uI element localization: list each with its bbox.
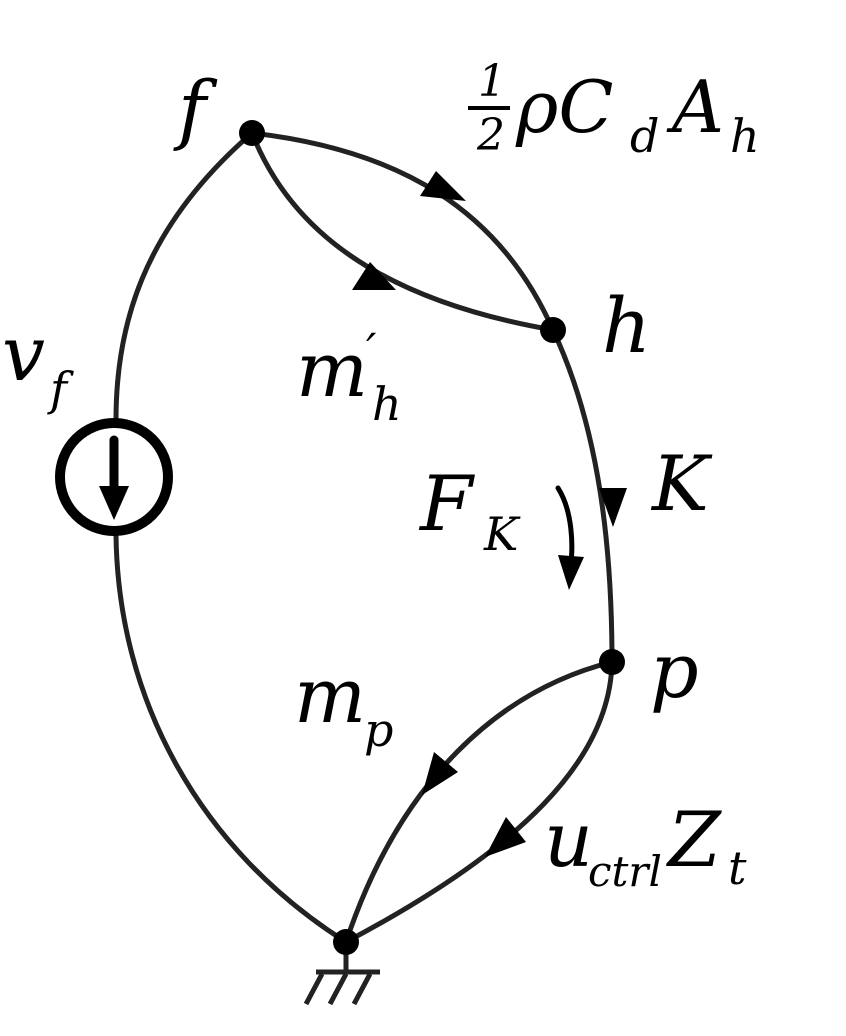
svg-text:f: f: [47, 362, 74, 416]
arrowhead-mass-p: [422, 752, 458, 795]
edge-f-ground-left: [113, 130, 255, 423]
label-source: v f: [2, 309, 74, 416]
label-drag: 1 2 ρC d A h: [468, 56, 760, 163]
svg-text:d: d: [630, 109, 659, 163]
svg-text:1: 1: [478, 56, 506, 107]
label-mass-h: m ′ h: [296, 323, 402, 431]
svg-text:p: p: [364, 703, 393, 757]
edge-f-h-drag: [249, 130, 556, 333]
svg-text:h: h: [730, 109, 760, 163]
svg-text:2: 2: [476, 110, 505, 161]
edge-f-h-mass: [249, 130, 556, 333]
ground-icon: [303, 942, 380, 1006]
arrowhead-spring: [599, 488, 627, 527]
svg-text:m: m: [294, 651, 366, 740]
svg-text:ctrl: ctrl: [588, 847, 662, 896]
svg-text:A: A: [666, 65, 724, 149]
svg-text:F: F: [418, 459, 475, 548]
svg-text:v: v: [2, 309, 45, 398]
edge-p-ground-mass: [343, 659, 615, 945]
svg-text:u: u: [544, 795, 593, 884]
label-mass-p: m p: [294, 651, 393, 757]
svg-text:K: K: [483, 507, 521, 561]
label-spring: K: [650, 439, 713, 528]
node-label-f: f: [173, 64, 218, 153]
node-label-h: h: [602, 281, 651, 370]
node-ground: [333, 929, 359, 955]
svg-text:′: ′: [366, 323, 377, 377]
spring-force-arrowhead: [558, 555, 584, 590]
node-f: [239, 120, 265, 146]
arrowhead-control: [485, 817, 526, 857]
edge-p-ground-control: [343, 659, 615, 945]
edge-source-ground: [113, 532, 349, 945]
arrowhead-drag: [420, 171, 466, 201]
svg-text:ρC: ρC: [515, 65, 613, 149]
svg-text:t: t: [728, 841, 747, 895]
svg-text:m: m: [296, 325, 368, 414]
label-spring-force: F K: [418, 459, 521, 561]
svg-text:h: h: [372, 377, 402, 431]
node-p: [599, 649, 625, 675]
node-h: [540, 317, 566, 343]
current-source-icon: [55, 418, 173, 536]
svg-text:Z: Z: [666, 795, 722, 884]
label-control: u ctrl Z t: [544, 795, 747, 896]
node-label-p: p: [650, 626, 699, 715]
arrowhead-mass-h: [352, 262, 396, 290]
edge-h-p-spring: [550, 327, 615, 665]
